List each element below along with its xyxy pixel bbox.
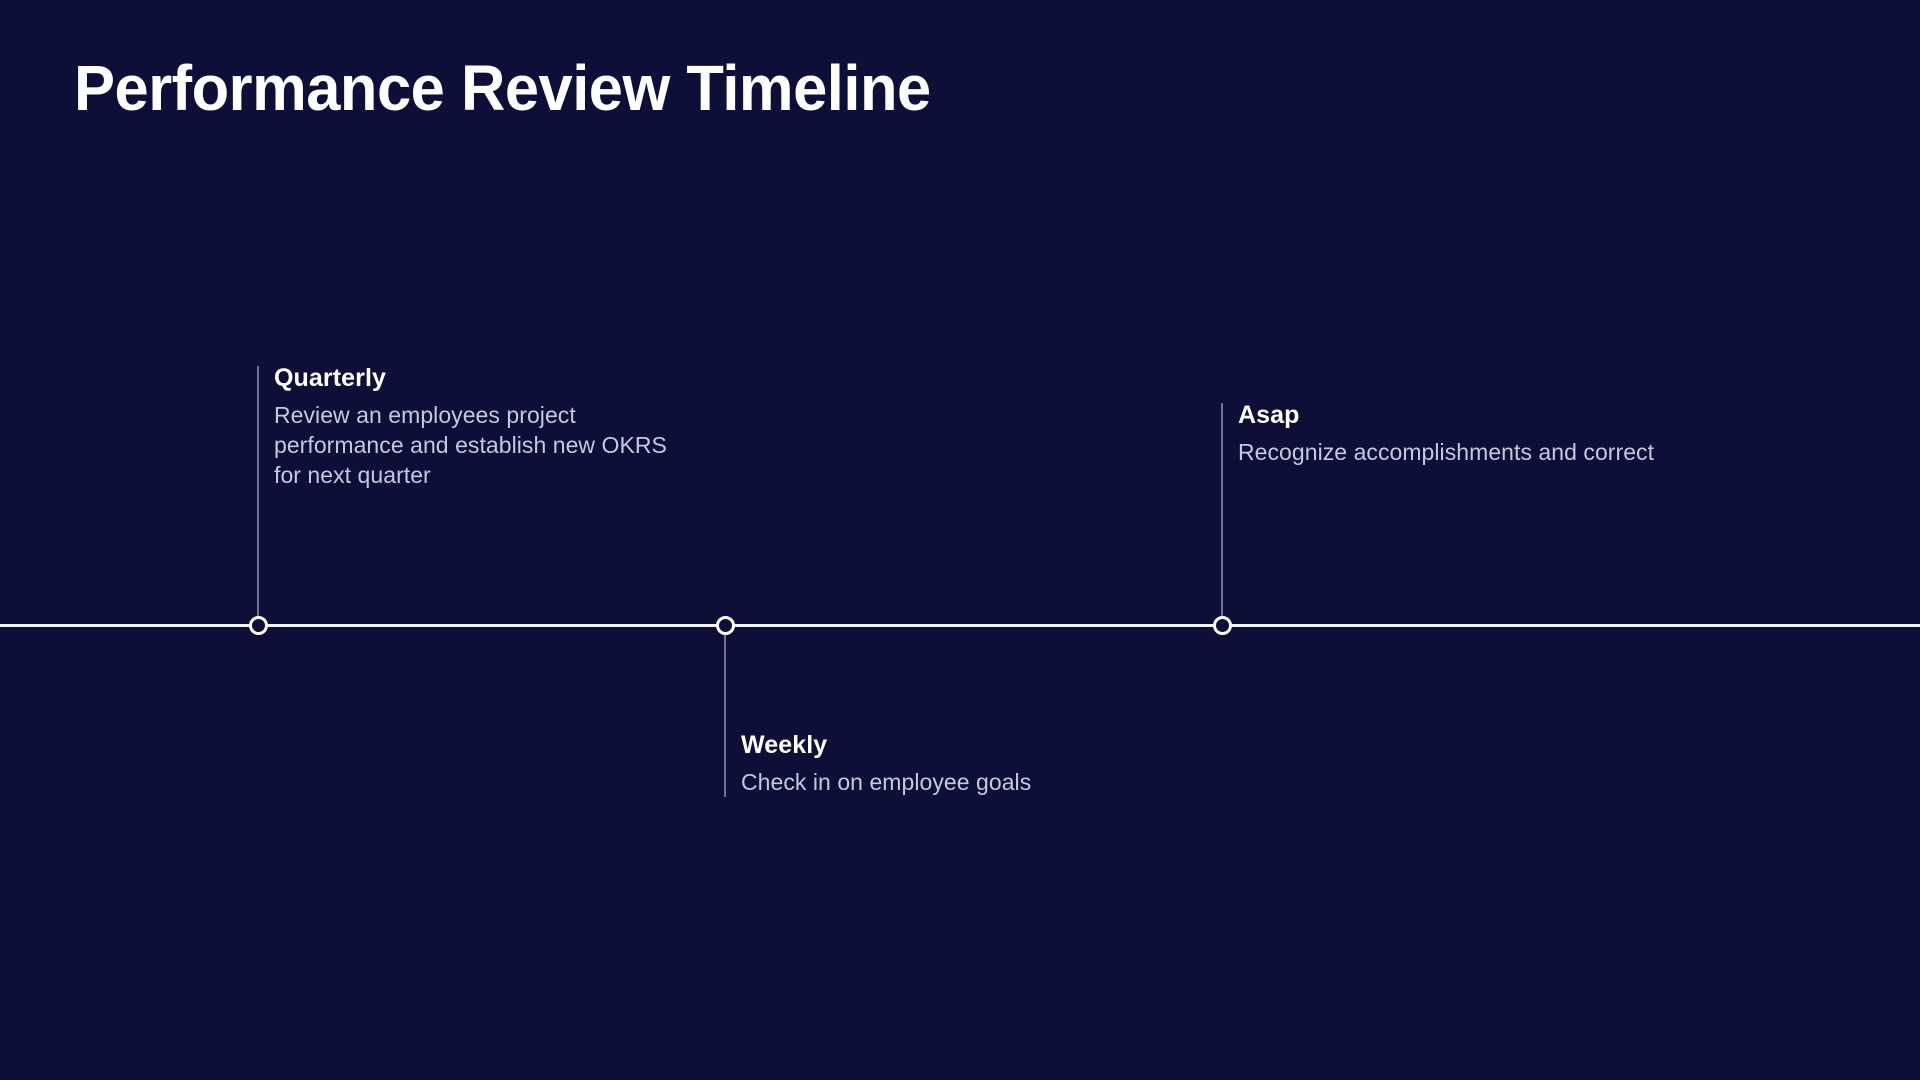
timeline-marker-quarterly[interactable]	[248, 615, 268, 635]
timeline-entry-weekly[interactable]: Weekly Check in on employee goals	[741, 731, 1141, 798]
timeline-entry-title: Quarterly	[274, 364, 387, 392]
timeline-marker-weekly[interactable]	[715, 615, 735, 635]
timeline-entry-description: Check in on employee goals	[741, 768, 1032, 795]
timeline-entry-title: Weekly	[741, 731, 828, 759]
timeline-entry-quarterly[interactable]: Quarterly Review an employees project pe…	[274, 364, 674, 490]
page-title: Performance Review Timeline	[74, 52, 931, 124]
timeline-stem-weekly	[724, 625, 726, 797]
timeline-entry-title: Asap	[1238, 401, 1300, 429]
timeline-entry-description: Review an employees project performance …	[274, 401, 667, 488]
timeline-stem-asap	[1221, 403, 1223, 625]
timeline-axis	[0, 624, 1920, 627]
timeline-marker-asap[interactable]	[1212, 615, 1232, 635]
timeline-entry-asap[interactable]: Asap Recognize accomplishments and corre…	[1238, 401, 1668, 468]
timeline-entry-description: Recognize accomplishments and correct	[1238, 438, 1655, 465]
timeline-stem-quarterly	[257, 366, 259, 625]
